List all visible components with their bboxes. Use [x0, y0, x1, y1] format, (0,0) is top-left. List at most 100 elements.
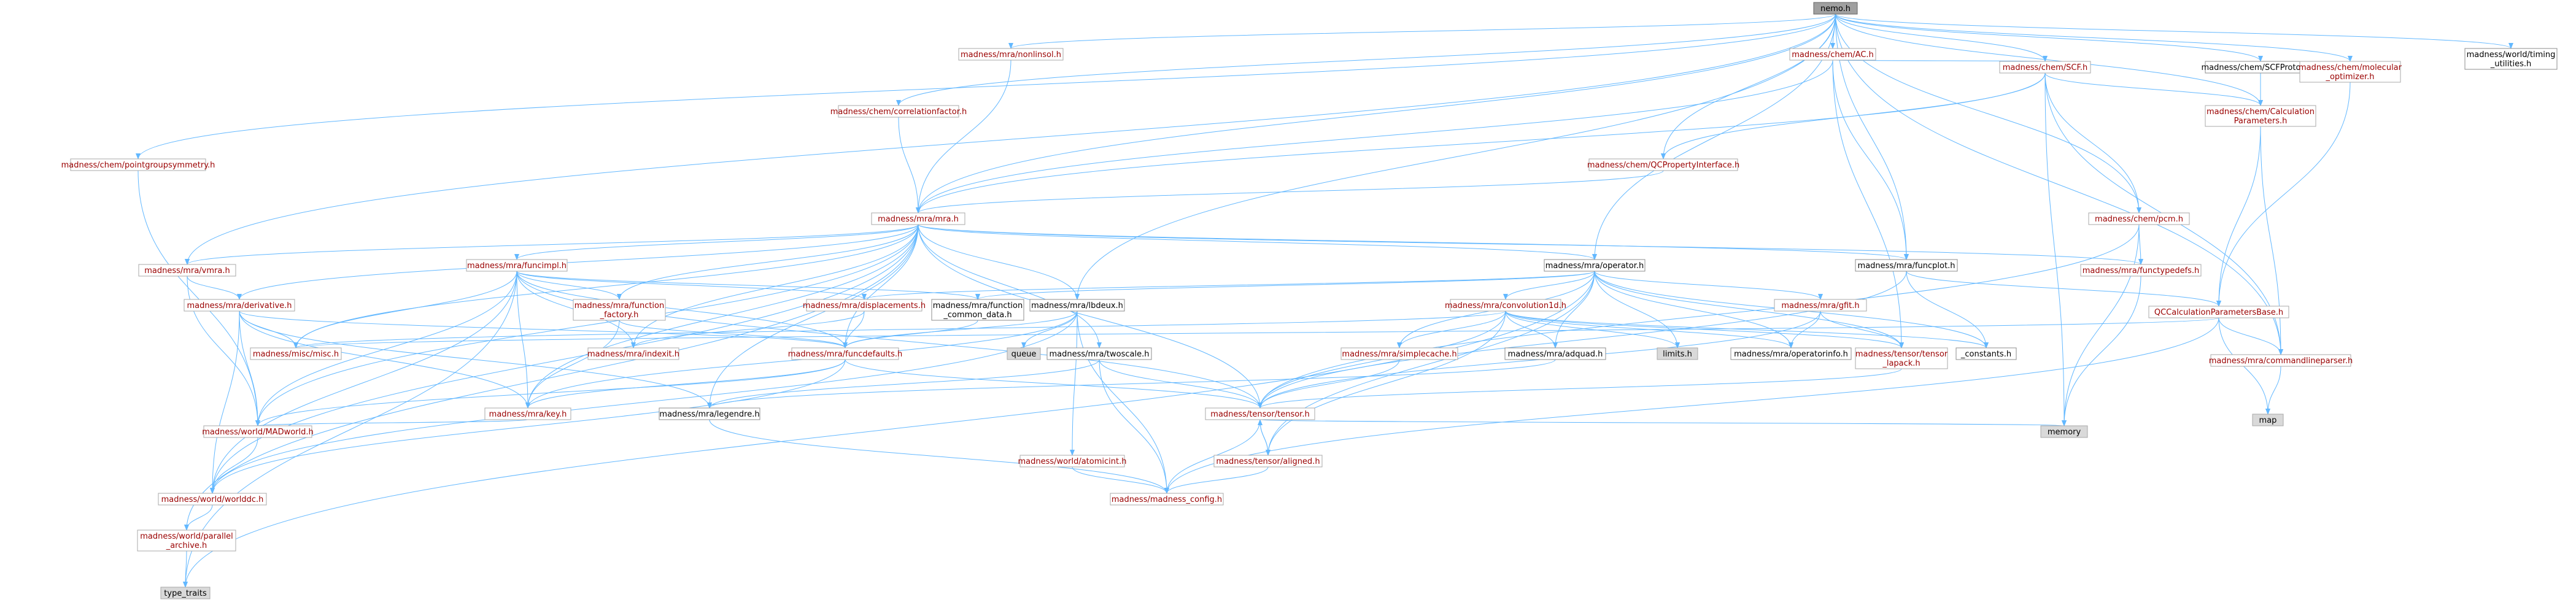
node-madworld[interactable]: madness/world/MADworld.h	[202, 425, 314, 438]
edge-mra-to-worlddc	[210, 224, 919, 494]
node-box	[2464, 48, 2558, 70]
node-box	[1213, 455, 1323, 468]
node-aligned[interactable]: madness/tensor/aligned.h	[1213, 455, 1323, 468]
node-timing: madness/world/timing_utilities.h	[2464, 48, 2558, 70]
node-label: madness/tensor/tensor.h	[1210, 410, 1309, 419]
node-scf[interactable]: madness/chem/SCF.h	[1999, 61, 2091, 74]
edge-funcimpl-to-typetraits	[183, 271, 517, 588]
node-box	[1019, 455, 1125, 468]
edge-molopt-to-qcbase	[2216, 82, 2351, 307]
node-parallel[interactable]: madness/world/parallel_archive.h	[137, 529, 236, 552]
node-funcfactory[interactable]: madness/mra/function_factory.h	[573, 299, 666, 321]
node-label: madness/world/MADworld.h	[202, 428, 314, 437]
node-box	[184, 299, 295, 312]
edge-nonlinsol-to-mra	[916, 60, 1011, 214]
edge-funcimpl-to-key	[516, 271, 530, 409]
edge-lbdeux-to-atomicint	[1070, 310, 1078, 456]
edge-funcdefaults-to-worlddc	[210, 359, 846, 494]
edge-scf-to-memory	[2044, 72, 2067, 426]
node-box	[1029, 299, 1125, 312]
node-displacements[interactable]: madness/mra/displacements.h	[803, 299, 926, 312]
node-vmra[interactable]: madness/mra/vmra.h	[138, 264, 236, 277]
edge-madworld-to-worlddc	[210, 437, 258, 494]
node-tensorlapack[interactable]: madness/tensor/tensor_lapack.h	[1855, 347, 1948, 369]
edge-mra-to-key	[525, 224, 919, 409]
node-key[interactable]: madness/mra/key.h	[484, 407, 571, 420]
node-ac[interactable]: madness/chem/AC.h	[1789, 48, 1876, 61]
node-qcbase[interactable]: QCCalculationParametersBase.h	[2148, 306, 2289, 318]
edge-operator-to-displacements	[862, 271, 1595, 300]
node-pcm[interactable]: madness/chem/pcm.h	[2088, 212, 2190, 225]
node-box	[160, 587, 211, 599]
edge-parallel-to-typetraits	[183, 550, 188, 588]
node-box	[871, 212, 965, 225]
node-box	[1007, 347, 1041, 360]
node-box	[2088, 212, 2190, 225]
node-gfit[interactable]: madness/mra/gfit.h	[1774, 299, 1867, 312]
edge-vmra-to-derivative	[187, 275, 242, 300]
node-label: madness/mra/key.h	[489, 410, 567, 419]
node-label: madness/mra/function	[574, 301, 665, 310]
node-tensor[interactable]: madness/tensor/tensor.h	[1205, 407, 1315, 420]
edge-mra-to-operator	[918, 224, 1597, 260]
edge-simplecache-to-tensor	[1258, 359, 1400, 409]
node-simplecache[interactable]: madness/mra/simplecache.h	[1340, 347, 1458, 360]
node-nonlinsol[interactable]: madness/mra/nonlinsol.h	[958, 48, 1064, 61]
node-config[interactable]: madness/madness_config.h	[1110, 493, 1224, 506]
edge-mra-to-derivative	[237, 224, 919, 300]
node-box	[1813, 2, 1858, 15]
node-indexit[interactable]: madness/mra/indexit.h	[587, 347, 679, 360]
node-label: map	[2259, 416, 2277, 425]
node-label: madness/chem/molecular	[2299, 63, 2402, 72]
node-operator: madness/mra/operator.h	[1544, 259, 1646, 272]
node-box	[1774, 299, 1867, 312]
node-worlddc[interactable]: madness/world/worlddc.h	[158, 493, 267, 506]
node-functypedefs[interactable]: madness/mra/functypedefs.h	[2080, 264, 2202, 277]
node-box	[1205, 407, 1315, 420]
edge-funcplot-to-qcbase	[1906, 271, 2221, 307]
edge-funcdefaults-to-tensor	[845, 359, 1263, 409]
node-mra[interactable]: madness/mra/mra.h	[871, 212, 965, 225]
node-queue: queue	[1007, 347, 1041, 360]
edge-funcimpl-to-displacements	[516, 271, 867, 300]
node-cmdparser[interactable]: madness/mra/commandlineparser.h	[2209, 354, 2353, 367]
node-label: madness/mra/operatorinfo.h	[1734, 350, 1848, 359]
node-label: madness/mra/simplecache.h	[1342, 350, 1456, 359]
edge-convolution1d-to-simplecache	[1397, 310, 1506, 348]
node-label: madness/mra/displacements.h	[803, 301, 926, 310]
edge-cmdparser-to-map	[2265, 366, 2281, 415]
node-box	[573, 299, 666, 321]
node-funcplot: madness/mra/funcplot.h	[1855, 259, 1958, 272]
node-funcimpl[interactable]: madness/mra/funcimpl.h	[466, 259, 568, 272]
node-legendre: madness/mra/legendre.h	[659, 407, 760, 420]
node-box	[806, 299, 922, 312]
node-memory: memory	[2040, 425, 2088, 438]
edge-scf-to-calcparams	[2044, 72, 2263, 106]
edge-nemo-to-vmra	[185, 13, 1836, 265]
node-operatorinfo: madness/mra/operatorinfo.h	[1730, 347, 1852, 360]
node-box	[587, 347, 679, 360]
node-box	[1657, 347, 1698, 360]
edge-nemo-to-nonlinsol	[1008, 13, 1836, 49]
node-label: madness/mra/operator.h	[1545, 261, 1644, 271]
node-molopt[interactable]: madness/chem/molecular_optimizer.h	[2299, 61, 2402, 83]
node-pointgroup[interactable]: madness/chem/pointgroupsymmetry.h	[61, 158, 215, 171]
node-atomicint[interactable]: madness/world/atomicint.h	[1018, 455, 1127, 468]
edge-pcm-to-memory	[2062, 224, 2140, 426]
node-qcprop[interactable]: madness/chem/QCPropertyInterface.h	[1587, 158, 1739, 171]
edge-funcimpl-to-misc	[293, 271, 517, 348]
node-convolution1d[interactable]: madness/mra/convolution1d.h	[1445, 299, 1566, 312]
node-misc[interactable]: madness/misc/misc.h	[250, 347, 342, 360]
node-funcdefaults[interactable]: madness/mra/funcdefaults.h	[788, 347, 903, 360]
edge-pcm-to-tensor	[1258, 224, 2140, 409]
edge-operator-to-operatorinfo	[1594, 271, 1793, 348]
node-derivative[interactable]: madness/mra/derivative.h	[184, 299, 295, 312]
node-label: _archive.h	[166, 541, 207, 550]
node-corrfactor[interactable]: madness/chem/correlationfactor.h	[830, 105, 967, 118]
edge-mra-to-funcplot	[918, 224, 1909, 260]
node-label: madness/misc/misc.h	[253, 350, 339, 359]
node-calcparams[interactable]: madness/chem/CalculationParameters.h	[2205, 105, 2316, 127]
node-label: madness/mra/adquad.h	[1508, 350, 1603, 359]
edge-nemo-to-pointgroup	[136, 13, 1836, 160]
node-box	[250, 347, 342, 360]
